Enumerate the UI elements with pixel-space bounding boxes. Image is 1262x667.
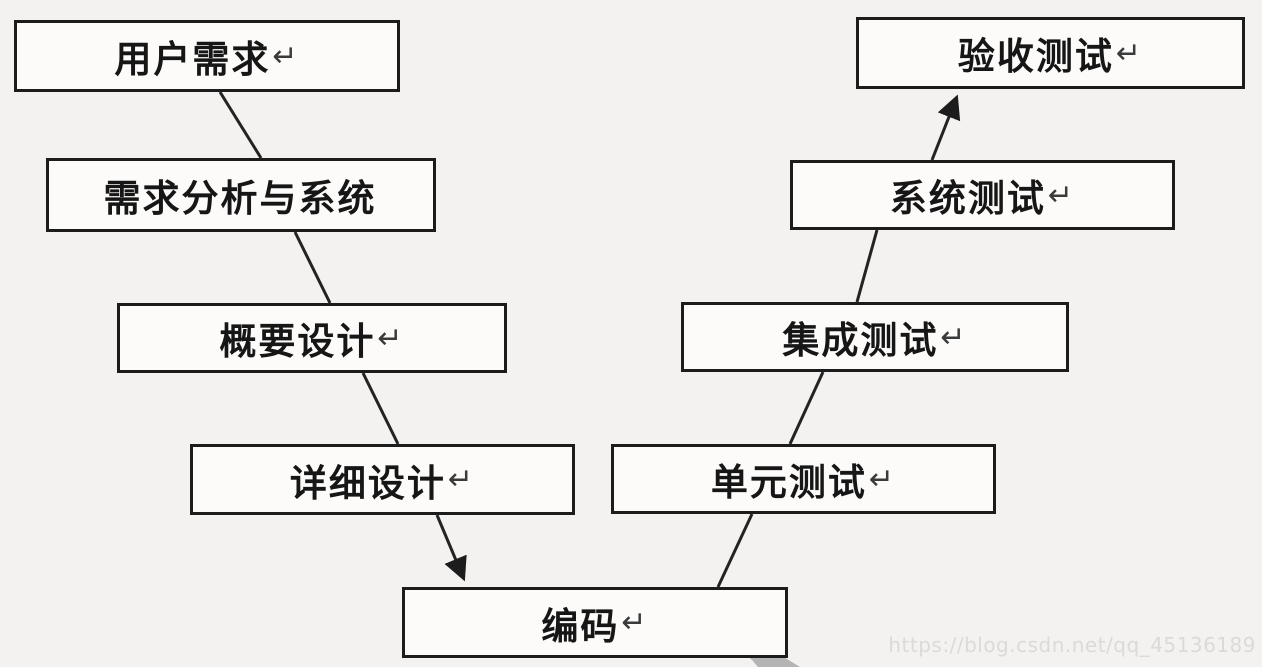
return-mark-icon: ↵ (868, 461, 897, 497)
edge-high-level-design-to-detailed-design (361, 372, 400, 445)
node-detailed-design: 详细设计↵ (190, 444, 575, 515)
edge-detailed-design-to-coding (435, 514, 467, 582)
edge-requirements-analysis-to-high-level-design (293, 231, 332, 304)
node-integration-testing: 集成测试↵ (681, 302, 1069, 372)
edge-system-testing-to-acceptance-testing (930, 94, 961, 161)
node-system-testing: 系统测试↵ (790, 160, 1175, 230)
edge-integration-testing-to-system-testing (855, 229, 879, 303)
node-label: 详细设计 (289, 461, 446, 505)
node-requirements-analysis: 需求分析与系统 (46, 158, 436, 232)
node-unit-testing: 单元测试↵ (611, 444, 996, 514)
node-label: 需求分析与系统 (103, 177, 377, 220)
return-mark-icon: ↵ (940, 319, 968, 355)
return-mark-icon: ↵ (447, 462, 476, 497)
edge-user-requirements-to-requirements-analysis (218, 91, 263, 159)
node-acceptance-testing: 验收测试↵ (856, 17, 1245, 89)
node-user-requirements: 用户需求↵ (14, 20, 400, 92)
node-label: 单元测试 (710, 461, 867, 504)
edge-coding-to-unit-testing (716, 513, 754, 588)
return-mark-icon: ↵ (621, 605, 649, 640)
node-label: 编码 (541, 604, 620, 648)
node-label: 集成测试 (782, 319, 939, 362)
node-coding: 编码↵ (402, 587, 788, 658)
node-high-level-design: 概要设计↵ (117, 303, 507, 373)
edge-unit-testing-to-integration-testing (788, 371, 825, 445)
watermark-url: https://blog.csdn.net/qq_45136189 (888, 633, 1256, 657)
node-label: 验收测试 (957, 35, 1114, 78)
node-label: 系统测试 (889, 177, 1046, 220)
return-mark-icon: ↵ (272, 38, 300, 74)
return-mark-icon: ↵ (1047, 177, 1076, 213)
return-mark-icon: ↵ (1115, 35, 1144, 71)
node-label: 概要设计 (219, 320, 376, 363)
node-label: 用户需求 (114, 38, 271, 81)
return-mark-icon: ↵ (377, 320, 405, 356)
